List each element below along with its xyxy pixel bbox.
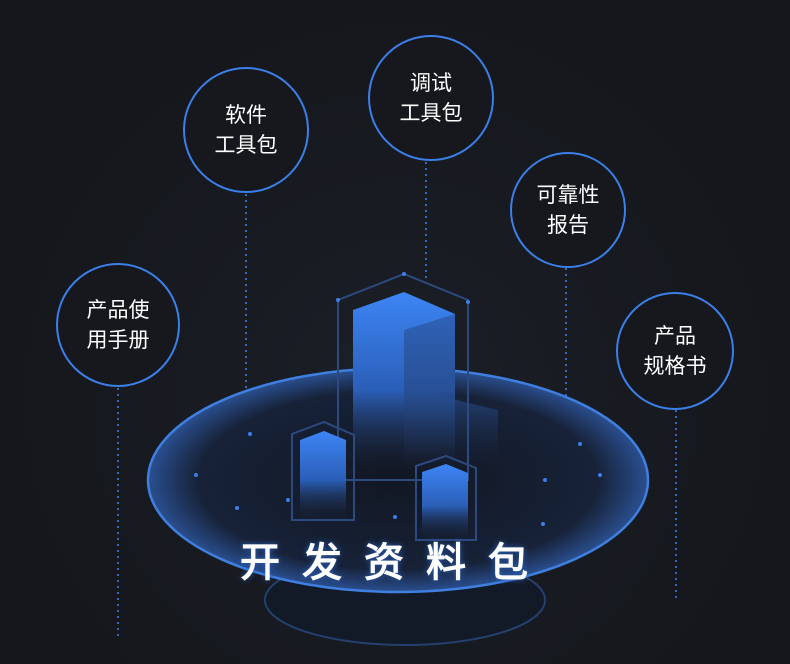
bubble-text: 调试 [410,71,452,95]
bubble-text: 可靠性 [536,183,600,207]
right-building [422,464,468,540]
bubble-text: 产品使 [86,298,150,322]
bubble-reliability-report: 可靠性 报告 [510,152,626,268]
bubble-software-toolkit: 软件 工具包 [183,67,309,193]
bubble-debug-toolkit: 调试 工具包 [368,35,494,161]
bubble-text: 规格书 [643,354,707,378]
bubble-text: 报告 [547,213,589,237]
bubble-text: 用手册 [86,328,150,352]
bubble-text: 产品 [654,324,696,348]
sparkle-dots [194,272,602,526]
left-building [300,431,346,520]
bubble-text: 工具包 [214,133,278,157]
bubble-product-manual: 产品使 用手册 [56,263,180,387]
bubble-product-spec: 产品 规格书 [616,292,734,410]
main-title: 开发资料包 [240,540,550,586]
bubble-text: 工具包 [399,101,463,125]
bubble-text: 软件 [225,103,267,127]
